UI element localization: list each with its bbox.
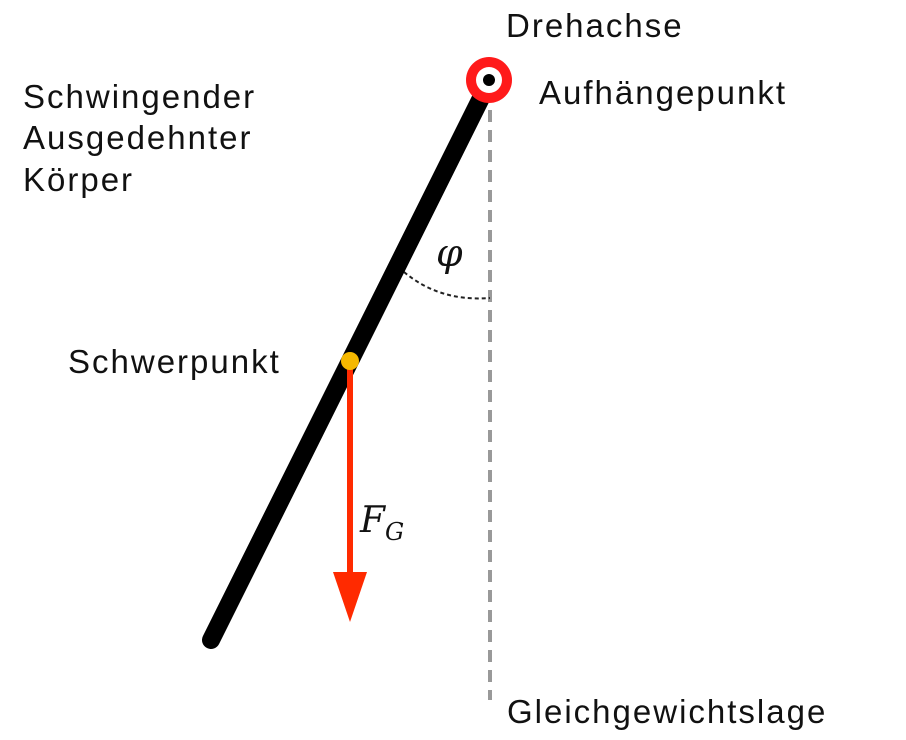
body-label-line-2: Ausgedehnter: [23, 119, 253, 156]
pivot-dot: [483, 74, 495, 86]
angle-symbol: φ: [436, 231, 463, 275]
force-symbol: F: [359, 500, 387, 541]
force-label: FG: [359, 500, 404, 546]
body-label-line-3: Körper: [23, 161, 134, 198]
angle-arc: [403, 271, 491, 300]
force-arrow-head: [333, 572, 367, 622]
suspension-point-label: Aufhängepunkt: [539, 74, 787, 111]
pivot-axis-label: Drehachse: [506, 7, 684, 44]
center-of-mass-label: Schwerpunkt: [68, 343, 281, 380]
force-subscript: G: [385, 518, 404, 546]
body-label-line-1: Schwingender: [23, 78, 256, 115]
equilibrium-label: Gleichgewichtslage: [507, 693, 827, 730]
center-of-mass-dot: [341, 352, 359, 370]
